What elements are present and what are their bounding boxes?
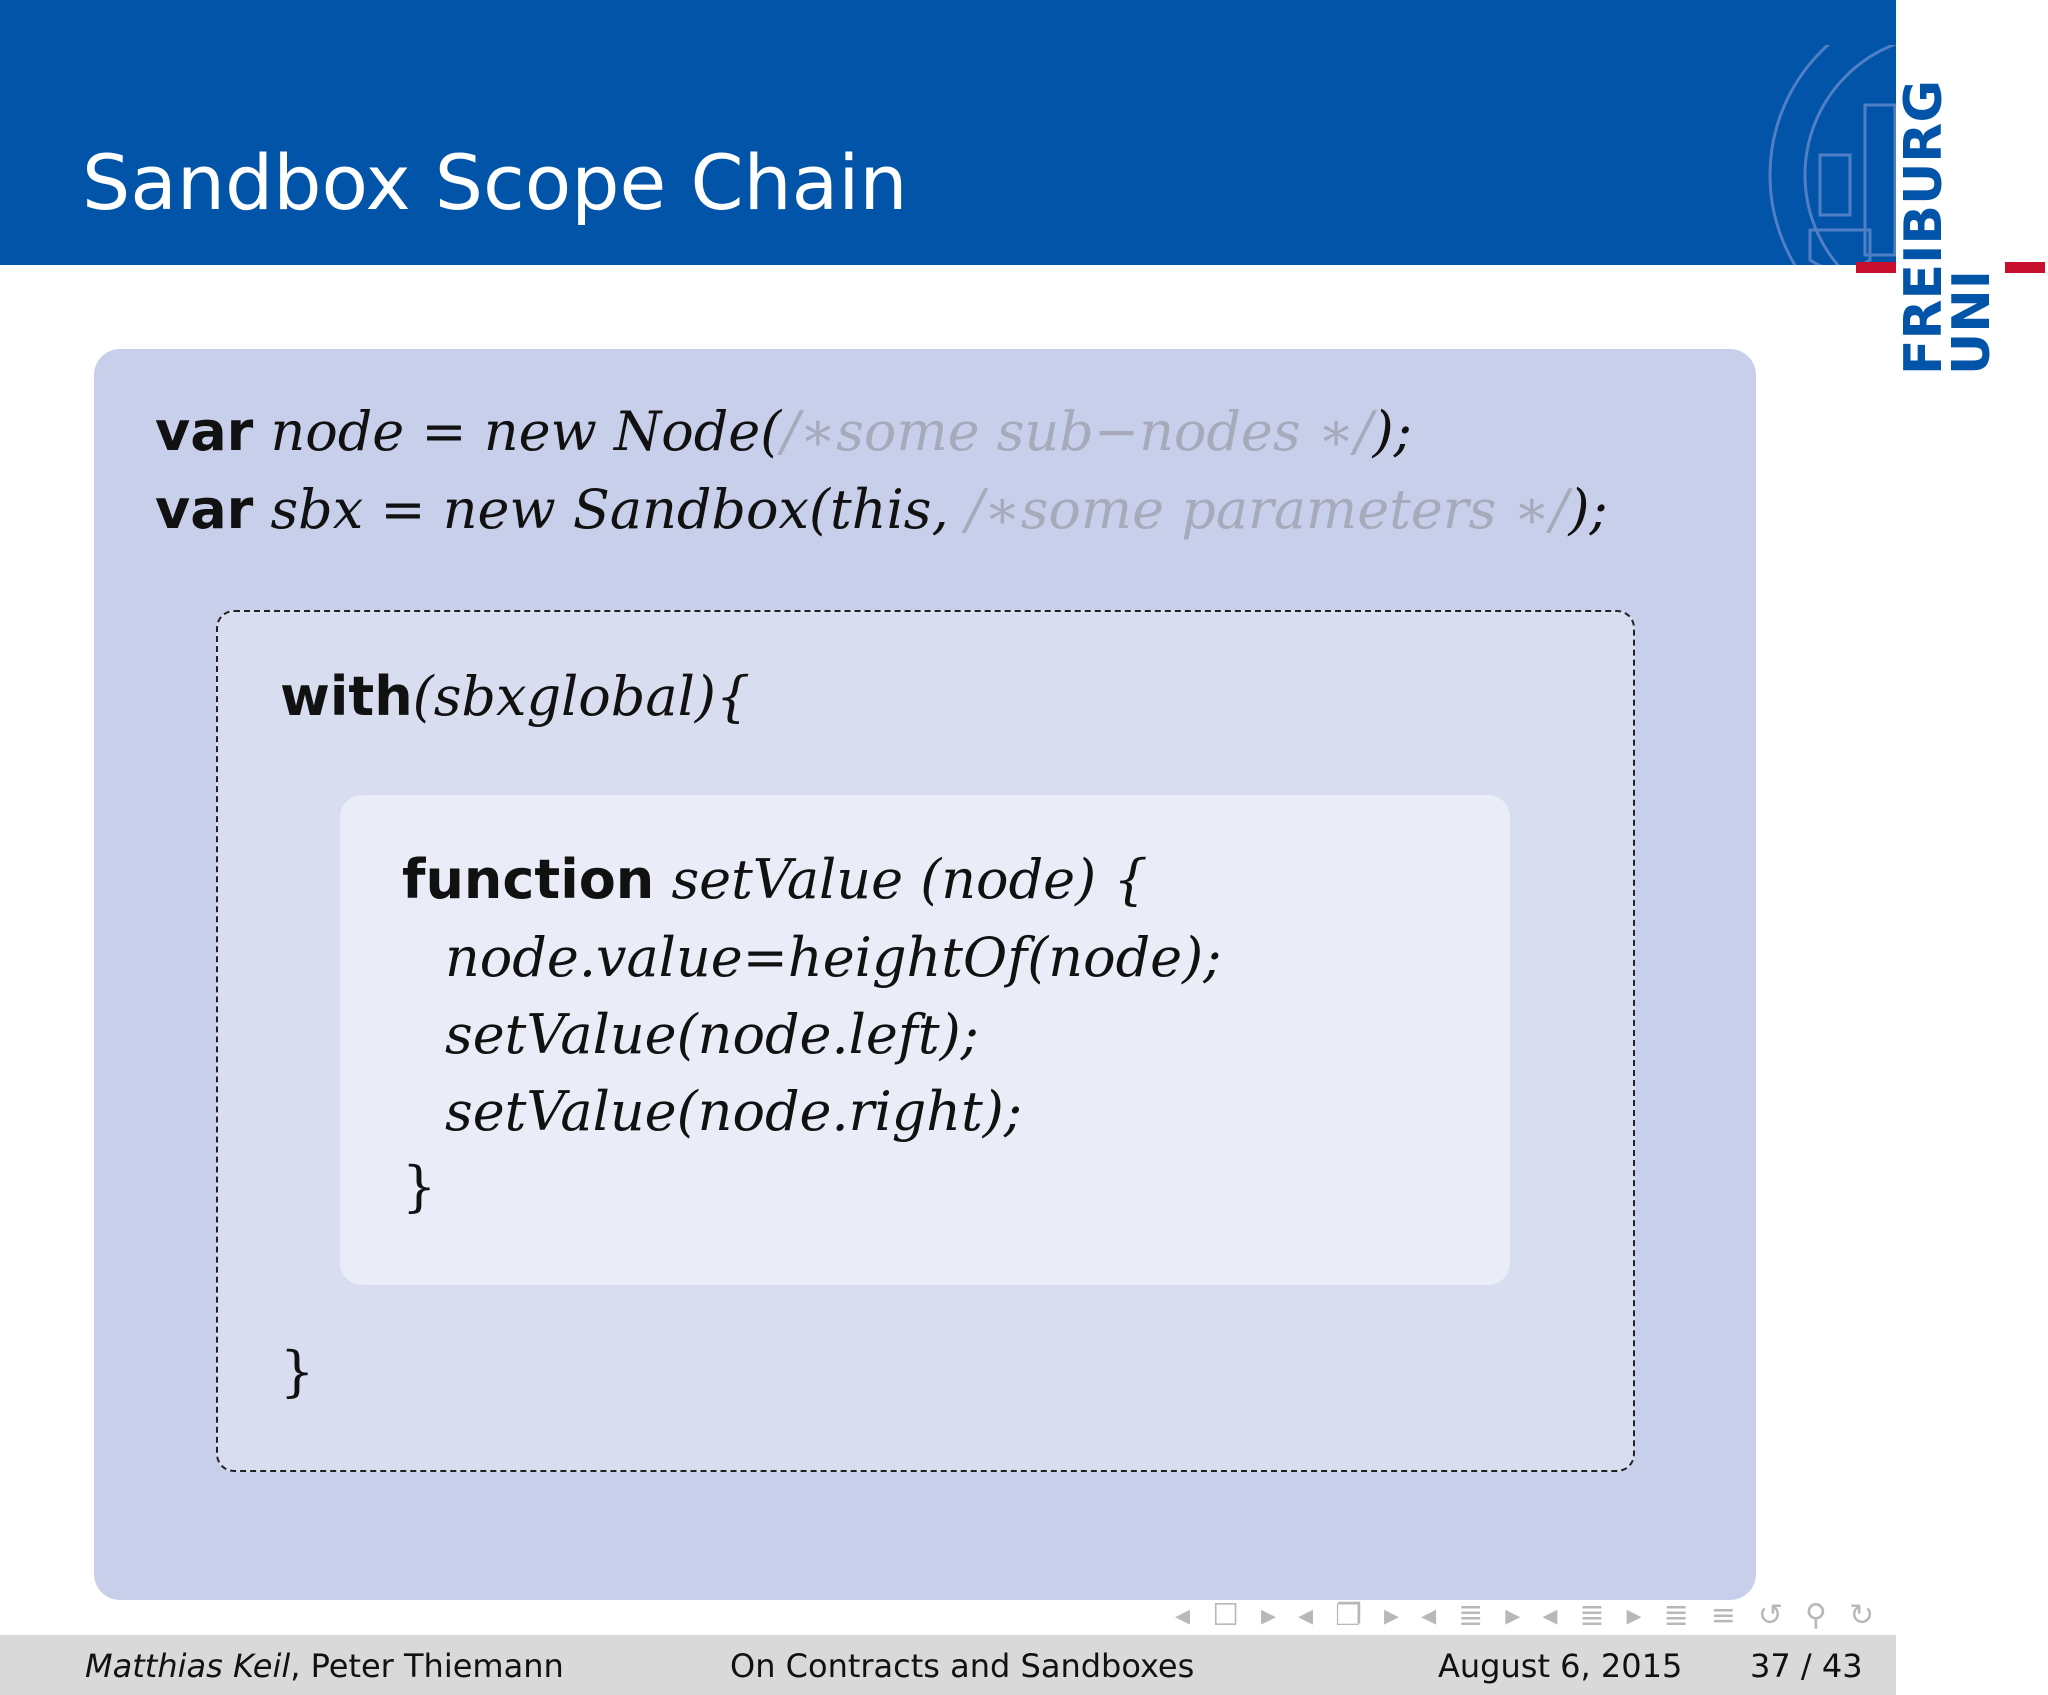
function-scope-box <box>340 795 1510 1285</box>
code-body-line: setValue(node.right); <box>445 1085 1022 1139</box>
code-comment: /∗some parameters ∗/ <box>965 478 1569 541</box>
logo-uni: UNI <box>1942 269 2002 375</box>
footer-talk-title: On Contracts and Sandboxes <box>730 1647 1195 1685</box>
footer-bar <box>0 1635 1896 1695</box>
close-brace: } <box>280 1340 315 1403</box>
section-icon[interactable]: ≣ <box>1458 1598 1484 1633</box>
align-icon[interactable]: ≡ <box>1710 1598 1736 1633</box>
uni-freiburg-logo: FREIBURG UNI <box>1894 79 2002 375</box>
undo-icon[interactable]: ↺ <box>1757 1598 1784 1633</box>
code-body-line: node.value=heightOf(node); <box>445 931 1221 985</box>
section-list-icon[interactable]: ≣ <box>1579 1598 1605 1633</box>
code-line-1: var node = new Node(/∗some sub−nodes ∗/)… <box>155 405 1412 459</box>
arrow-left-icon[interactable]: ◂ <box>1542 1598 1558 1633</box>
university-seal-logo <box>1768 45 1896 265</box>
code-line-2: var sbx = new Sandbox(this, /∗some param… <box>155 483 1608 537</box>
function-line: function setValue (node) { <box>402 853 1148 907</box>
code-text: ); <box>1568 478 1608 541</box>
logo-freiburg: FREIBURG <box>1894 79 1954 375</box>
code-text: (sbxglobal){ <box>412 665 751 728</box>
header-bar: Sandbox Scope Chain <box>0 0 1896 265</box>
page-title: Sandbox Scope Chain <box>82 138 908 227</box>
with-line: with(sbxglobal){ <box>280 670 750 724</box>
align-icon[interactable]: ≣ <box>1663 1598 1689 1633</box>
arrow-left-icon[interactable]: ◂ <box>1421 1598 1437 1633</box>
keyword: with <box>280 665 413 728</box>
subsection-icon[interactable]: ❐ <box>1335 1598 1362 1633</box>
arrow-right-icon[interactable]: ▸ <box>1384 1598 1400 1633</box>
beamer-navigation: ◂ ☐ ▸ ◂ ❐ ▸ ◂ ≣ ▸ ◂ ≣ ▸ ≣ ≡ ↺ ⚲ ↻ <box>1175 1598 1874 1633</box>
keyword: var <box>155 400 254 463</box>
code-text: setValue(node.left); <box>445 1003 979 1066</box>
logo-red-bar <box>2005 262 2045 273</box>
search-icon[interactable]: ⚲ <box>1805 1598 1827 1633</box>
author-rest: , Peter Thiemann <box>290 1647 564 1685</box>
footer-date: August 6, 2015 <box>1438 1647 1683 1685</box>
code-text: setValue (node) { <box>671 848 1148 911</box>
arrow-right-icon[interactable]: ▸ <box>1626 1598 1642 1633</box>
page-number: 37 / 43 <box>1750 1647 1863 1685</box>
code-text: ); <box>1372 400 1412 463</box>
arrow-right-icon[interactable]: ▸ <box>1505 1598 1521 1633</box>
frame-icon[interactable]: ☐ <box>1212 1598 1239 1633</box>
close-brace: } <box>402 1155 437 1218</box>
author-main: Matthias Keil <box>85 1647 291 1685</box>
code-body-line: setValue(node.left); <box>445 1008 979 1062</box>
keyword: var <box>155 478 254 541</box>
logo-red-bar <box>1856 262 1896 273</box>
code-text: node = new Node( <box>270 400 782 463</box>
arrow-left-icon[interactable]: ◂ <box>1175 1598 1191 1633</box>
code-comment: /∗some sub−nodes ∗/ <box>781 400 1373 463</box>
keyword: function <box>402 848 655 911</box>
code-text: node.value=heightOf(node); <box>445 926 1222 989</box>
code-text: sbx = new Sandbox(this, <box>270 478 966 541</box>
code-text: setValue(node.right); <box>445 1080 1023 1143</box>
arrow-left-icon[interactable]: ◂ <box>1298 1598 1314 1633</box>
footer-authors: Matthias Keil, Peter Thiemann <box>85 1650 564 1682</box>
arrow-right-icon[interactable]: ▸ <box>1260 1598 1277 1633</box>
redo-icon[interactable]: ↻ <box>1849 1598 1875 1633</box>
